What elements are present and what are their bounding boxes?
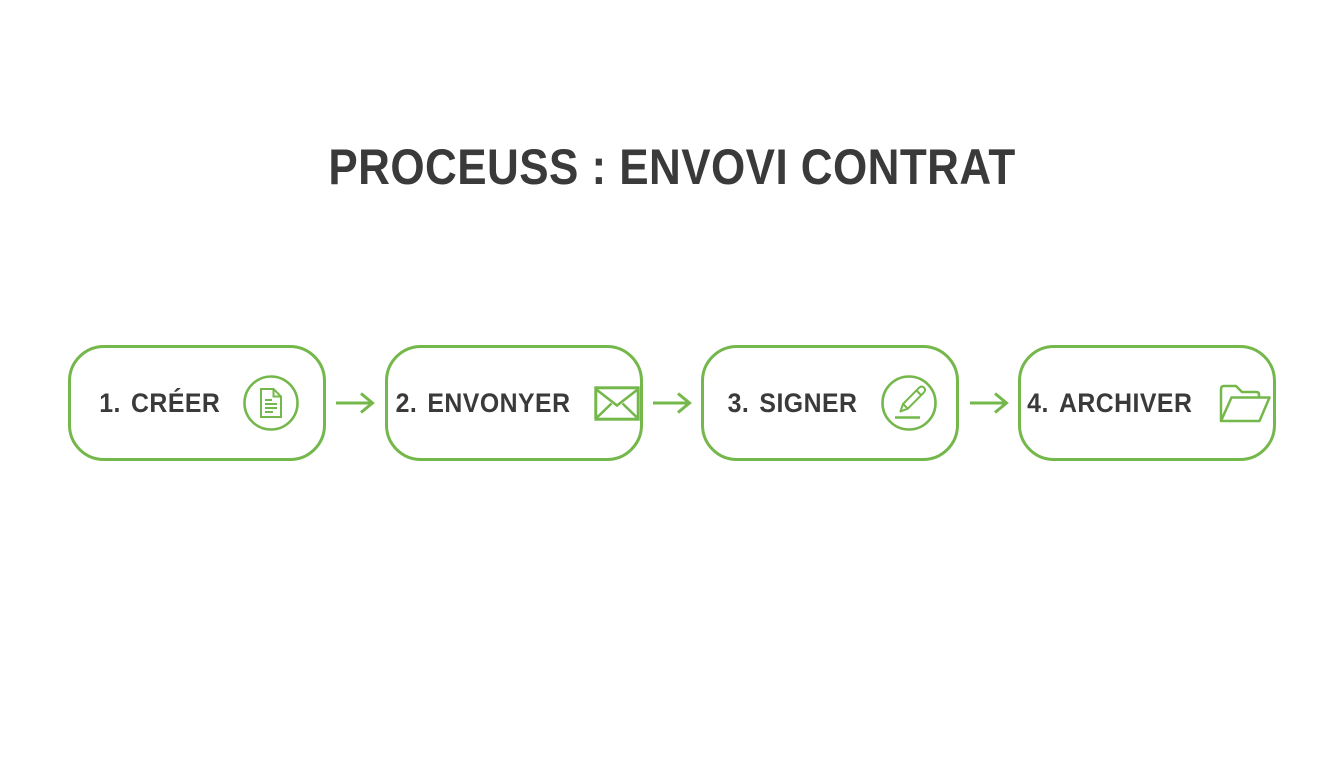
step-label: 3. SIGNER: [727, 388, 857, 419]
step-box-envoyer: 2. ENVONYER: [384, 345, 643, 461]
document-icon: [242, 374, 300, 432]
step-name: ARCHIVER: [1059, 387, 1193, 418]
step-label: 1. CRÉER: [99, 388, 220, 419]
step-number: 2.: [395, 387, 417, 418]
step-name: CRÉER: [131, 387, 221, 418]
pencil-icon: [879, 373, 939, 433]
arrow-right-icon: [959, 389, 1018, 417]
arrow-right-icon: [326, 389, 385, 417]
folder-icon: [1216, 380, 1274, 427]
step-box-archiver: 4. ARCHIVER: [1018, 345, 1277, 461]
step-number: 3.: [727, 387, 750, 418]
step-label: 4. ARCHIVER: [1027, 388, 1192, 419]
step-name: ENVONYER: [427, 387, 571, 418]
step-name: SIGNER: [759, 387, 858, 418]
step-box-signer: 3. SIGNER: [701, 345, 960, 461]
arrow-right-icon: [643, 389, 702, 417]
step-number: 4.: [1027, 387, 1050, 418]
process-flow: 1. CRÉER: [68, 344, 1277, 462]
step-box-creer: 1. CRÉER: [68, 345, 326, 461]
page-title: PROCEUSS : ENVOVI CONTRAT: [328, 139, 1016, 195]
envelope-icon: [594, 385, 640, 421]
step-number: 1.: [99, 387, 122, 418]
step-label: 2. ENVONYER: [395, 388, 570, 419]
